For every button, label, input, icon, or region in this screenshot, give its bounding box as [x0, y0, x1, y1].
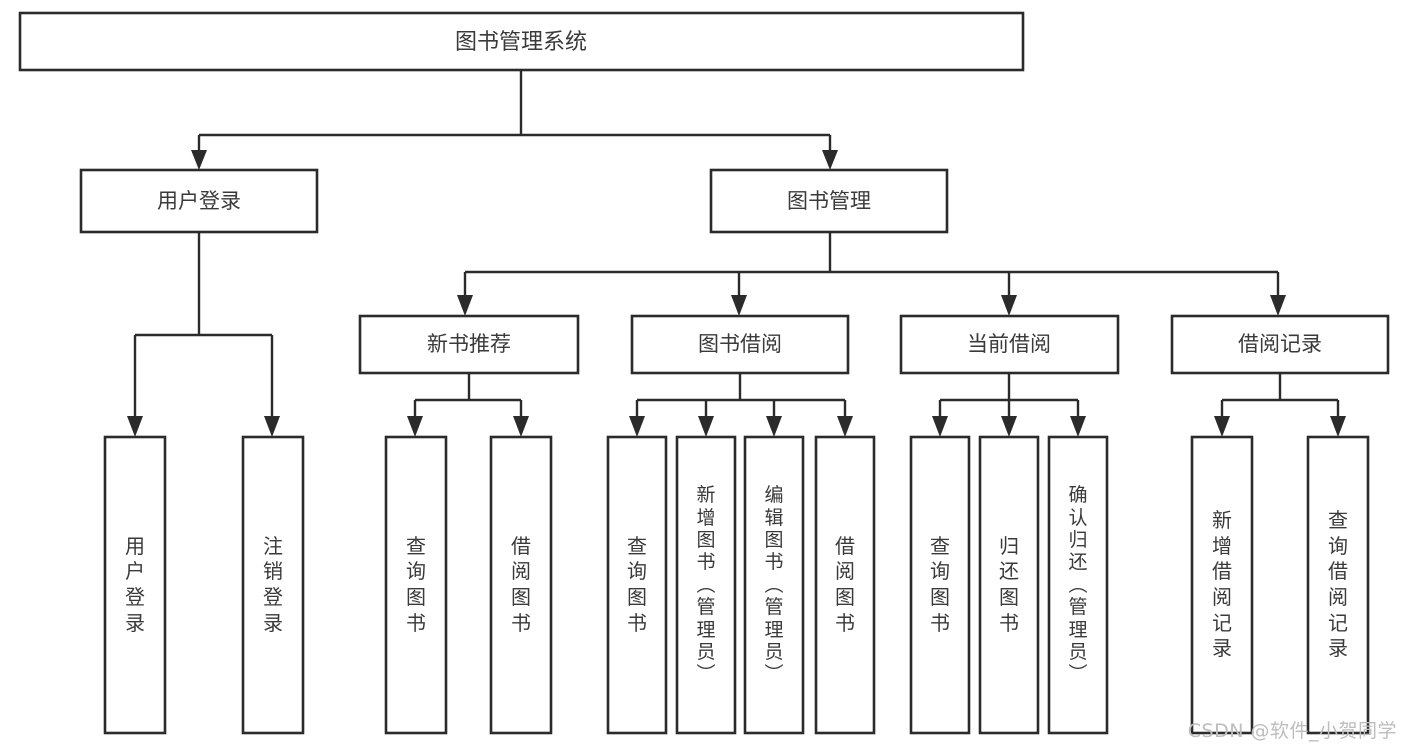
arrow-head-current-borrow	[1001, 295, 1017, 316]
node-leaf-user-login-login-box[interactable]	[103, 435, 167, 735]
node-book-borrow[interactable]: 图书借阅	[630, 314, 850, 375]
node-root[interactable]: 图书管理系统	[18, 11, 1025, 72]
arrow-head-borrow-record	[1270, 295, 1286, 316]
node-leaf-book-borrow-add-box[interactable]	[675, 435, 737, 735]
arrow-head-new-book	[457, 295, 473, 316]
node-leaf-borrow-record-query-box[interactable]	[1306, 435, 1370, 735]
node-current-borrow-label: 当前借阅	[967, 332, 1051, 356]
node-leaf-current-borrow-query-box[interactable]	[909, 435, 971, 735]
node-book-borrow-label: 图书借阅	[698, 332, 782, 356]
arrow-head-leaf-new-book-1	[407, 416, 423, 437]
node-user-login-label: 用户登录	[157, 189, 241, 213]
node-root-label: 图书管理系统	[455, 30, 587, 55]
arrow-head-leaf-book-borrow-2	[698, 416, 714, 437]
connector-layer	[127, 70, 1346, 437]
node-current-borrow-box[interactable]	[899, 314, 1120, 375]
node-new-book-recommend[interactable]: 新书推荐	[358, 314, 580, 375]
node-leaf-current-borrow-return-box[interactable]	[978, 435, 1040, 735]
node-leaf-new-book-query-box[interactable]	[384, 435, 448, 735]
arrow-head-leaf-book-borrow-3	[766, 416, 782, 437]
arrow-head-leaf-book-borrow-4	[837, 416, 853, 437]
arrow-head-user-login	[191, 150, 207, 170]
node-borrow-record-box[interactable]	[1170, 314, 1390, 375]
node-leaf-new-book-borrow-box[interactable]	[489, 435, 553, 735]
node-leaf-book-borrow-borrow-box[interactable]	[814, 435, 876, 735]
node-user-login[interactable]: 用户登录	[79, 168, 319, 234]
node-current-borrow[interactable]: 当前借阅	[899, 314, 1120, 375]
arrow-head-leaf-book-borrow-1	[629, 416, 645, 437]
arrow-head-leaf-current-borrow-2	[1001, 416, 1017, 437]
arrow-head-leaf-borrow-record-1	[1214, 416, 1230, 437]
node-book-manage[interactable]: 图书管理	[709, 168, 949, 234]
node-leaf-current-borrow-confirm-box[interactable]	[1047, 435, 1109, 735]
node-new-book-recommend-label: 新书推荐	[427, 332, 511, 356]
node-borrow-record-label: 借阅记录	[1238, 332, 1322, 356]
node-root-box[interactable]	[18, 11, 1025, 72]
node-leaf-user-login-logout-box[interactable]	[241, 435, 305, 735]
node-book-manage-label: 图书管理	[787, 189, 871, 213]
arrow-head-book-borrow	[731, 295, 747, 316]
node-user-login-box[interactable]	[79, 168, 319, 234]
node-book-manage-box[interactable]	[709, 168, 949, 234]
arrow-head-book-manage	[822, 150, 838, 170]
arrow-head-leaf-borrow-record-2	[1330, 416, 1346, 437]
node-leaf-book-borrow-query-box[interactable]	[606, 435, 668, 735]
node-borrow-record[interactable]: 借阅记录	[1170, 314, 1390, 375]
arrow-head-leaf-current-borrow-1	[932, 416, 948, 437]
arrow-head-leaf-user-login-1	[127, 416, 143, 437]
node-new-book-recommend-box[interactable]	[358, 314, 580, 375]
arrow-head-leaf-current-borrow-3	[1070, 416, 1086, 437]
arrow-head-leaf-new-book-2	[513, 416, 529, 437]
node-leaf-borrow-record-add-box[interactable]	[1190, 435, 1254, 735]
node-leaf-book-borrow-edit-box[interactable]	[743, 435, 805, 735]
node-book-borrow-box[interactable]	[630, 314, 850, 375]
arrow-head-leaf-user-login-2	[264, 416, 280, 437]
